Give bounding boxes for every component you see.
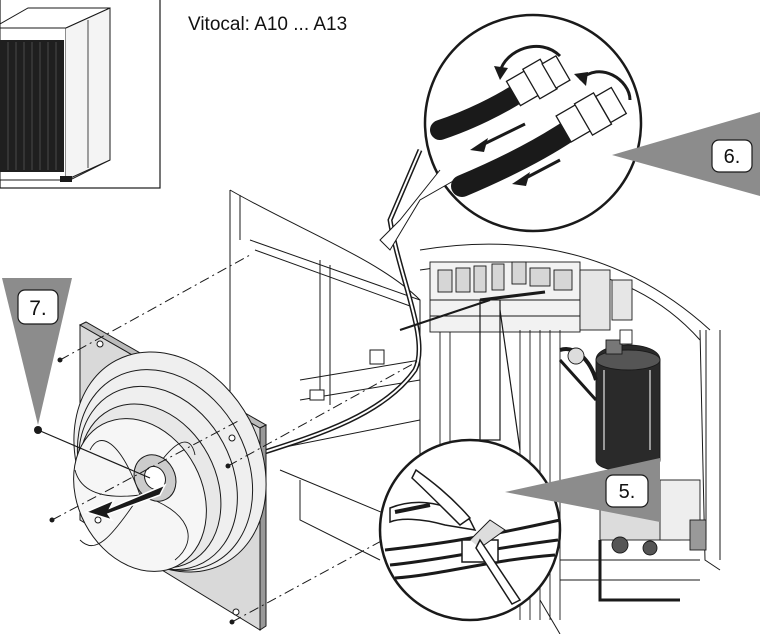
step-6-pointer: 6. — [612, 112, 760, 196]
mounting-lines — [51, 254, 421, 623]
detail-hose-connection — [379, 13, 643, 251]
step-6-label: 6. — [724, 146, 741, 168]
fan-cable — [239, 149, 546, 463]
outdoor-unit-thumbnail — [0, 0, 161, 189]
screw-icon — [49, 357, 235, 625]
step-7-label: 7. — [29, 297, 47, 320]
unit-internals — [429, 261, 707, 620]
fan-removal-arrow — [34, 426, 167, 522]
detail-cable-tie — [378, 438, 562, 622]
fan-assembly — [73, 321, 268, 631]
step-7-pointer: 7. — [2, 278, 72, 425]
model-title: Vitocal: A10 ... A13 — [188, 14, 348, 35]
step-5-label: 5. — [619, 481, 636, 503]
step-5-pointer: 5. — [505, 458, 660, 522]
